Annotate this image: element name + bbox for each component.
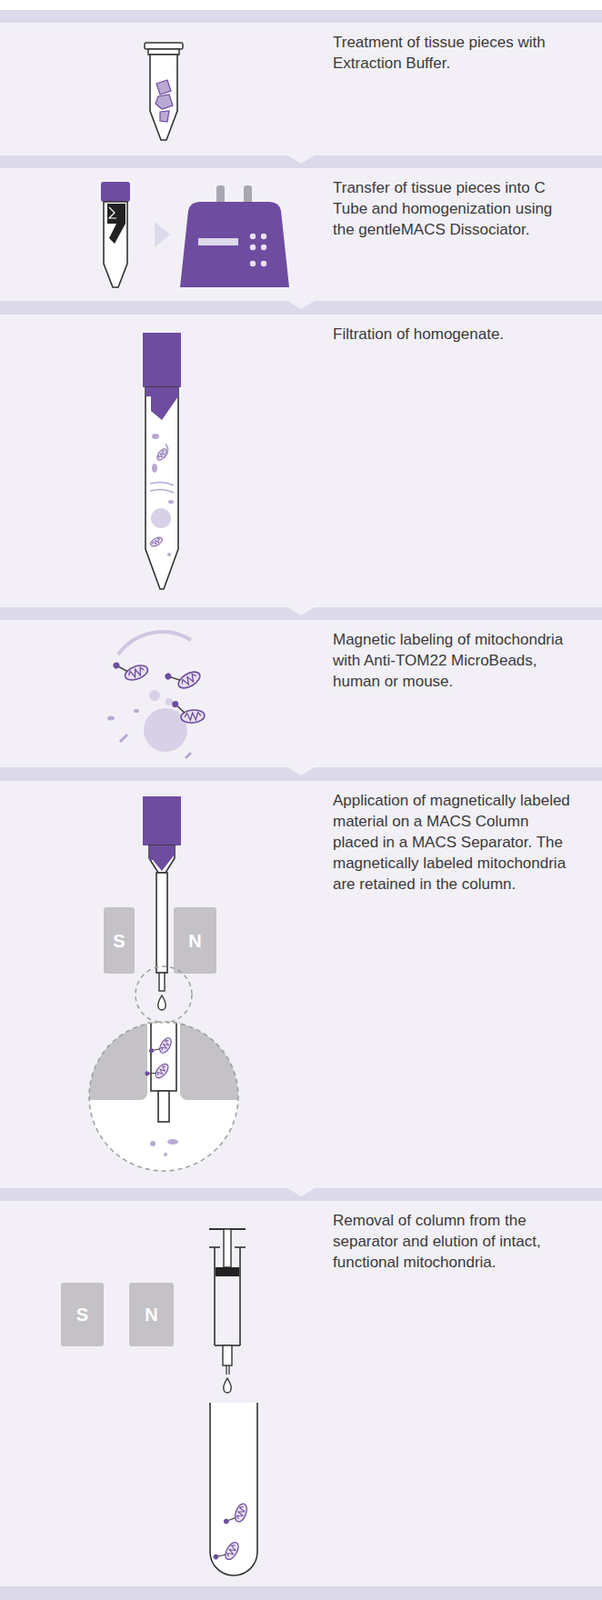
zoom-inset: [81, 1009, 246, 1172]
macs-column: [135, 796, 192, 1024]
filter-tube: [142, 332, 181, 590]
magnet-pole-label: N: [173, 930, 217, 953]
step-description: Transfer of tissue pieces into C Tube an…: [332, 177, 572, 241]
panel-grounds: [0, 10, 602, 1600]
step-panel: Filtration of homogenate.: [0, 314, 602, 608]
step-panel: Removal of column from the separator and…: [0, 1201, 602, 1587]
column-with-plunger: [209, 1229, 246, 1394]
labeled-mitochondria: [107, 632, 206, 759]
c-tube: [100, 181, 131, 288]
step-arrow: [154, 221, 171, 248]
step-description: Removal of column from the separator and…: [332, 1210, 572, 1274]
step-panel: Application of magnetically labeled mate…: [0, 781, 602, 1189]
collection-tube: [210, 1403, 258, 1576]
step-description: Treatment of tissue pieces with Extracti…: [332, 31, 572, 74]
step-panel: Transfer of tissue pieces into C Tube an…: [0, 168, 602, 301]
magnet-blocks-removed: [60, 1283, 174, 1347]
gentlemacs-dissociator: [180, 185, 290, 288]
step-description: Magnetic labeling of mitochondria with A…: [332, 629, 572, 693]
step-panel: Treatment of tissue pieces with Extracti…: [0, 22, 602, 156]
step-description: Filtration of homogenate.: [332, 323, 572, 345]
magnet-pole-label: N: [129, 1304, 174, 1326]
magnet-pole-label: S: [103, 930, 135, 953]
step-description: Application of magnetically labeled mate…: [332, 790, 572, 895]
magnet-pole-label: S: [60, 1304, 104, 1326]
sample-tube: [144, 42, 183, 141]
step-panel: Magnetic labeling of mitochondria with A…: [0, 620, 602, 768]
